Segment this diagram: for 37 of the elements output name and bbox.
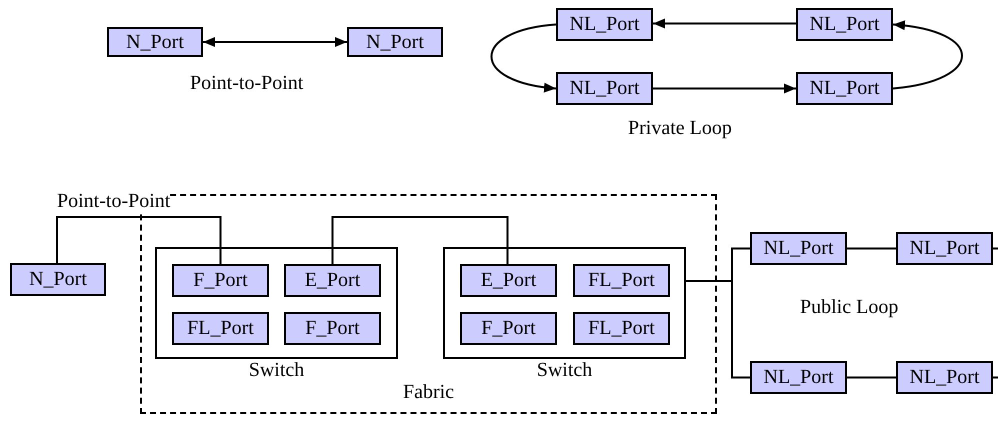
- port-box: F_Port: [460, 312, 557, 345]
- port-box: E_Port: [460, 264, 557, 297]
- fabric-label: Fabric: [402, 381, 456, 404]
- connector: [993, 376, 998, 378]
- port-box: F_Port: [284, 312, 381, 345]
- port-box: NL_Port: [750, 361, 847, 394]
- port-box: NL_Port: [556, 72, 653, 105]
- connector: [56, 216, 222, 264]
- port-box: FL_Port: [172, 312, 269, 345]
- connector: [332, 216, 508, 264]
- caption-label: Private Loop: [628, 117, 732, 140]
- port-box: FL_Port: [573, 312, 670, 345]
- port-box: NL_Port: [796, 72, 893, 105]
- caption-label: Public Loop: [800, 296, 898, 319]
- port-box: FL_Port: [573, 264, 670, 297]
- port-box: NL_Port: [750, 232, 847, 265]
- connector: [653, 84, 796, 94]
- connector: [892, 20, 963, 90]
- connector: [847, 376, 896, 378]
- connector: [203, 37, 347, 47]
- port-box: NL_Port: [796, 8, 893, 41]
- switch-label: Switch: [536, 359, 594, 382]
- port-box: E_Port: [284, 264, 381, 297]
- port-box: N_Port: [107, 27, 203, 57]
- connector: [653, 18, 796, 28]
- switch-label: Switch: [248, 359, 306, 382]
- port-box: NL_Port: [896, 361, 993, 394]
- connector: [847, 248, 896, 250]
- port-box: F_Port: [172, 264, 269, 297]
- connector: [993, 248, 998, 250]
- connector: [686, 280, 750, 378]
- connector: [490, 24, 556, 92]
- caption-label: Point-to-Point: [190, 72, 304, 95]
- port-box: N_Port: [10, 263, 106, 296]
- port-box: N_Port: [347, 27, 443, 57]
- port-box: NL_Port: [556, 8, 653, 41]
- port-box: NL_Port: [896, 232, 993, 265]
